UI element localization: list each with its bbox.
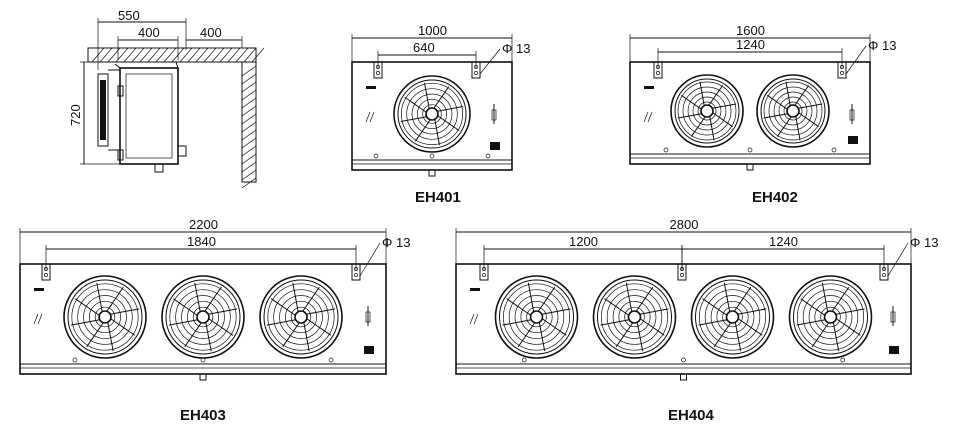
dim-hole-diameter: Φ 13 xyxy=(868,38,896,53)
dim-overall-depth: 550 xyxy=(118,8,140,23)
dim-overall-length: 2200 xyxy=(189,217,218,232)
model-label: EH402 xyxy=(752,189,798,206)
dim-overall-length: 1600 xyxy=(736,23,765,38)
unit-side-profile xyxy=(97,61,187,173)
fan-guard xyxy=(63,275,147,359)
unit-eh403: 2200 1840 Φ 13 EH403 xyxy=(19,217,410,424)
model-label: EH401 xyxy=(415,189,461,206)
dim-hole-diameter: Φ 13 xyxy=(382,235,410,250)
fan-guard xyxy=(592,275,677,359)
side-dims: 550 400 400 720 xyxy=(68,8,243,165)
fan-guard xyxy=(670,74,744,148)
model-label: EH403 xyxy=(180,407,226,424)
dim-overall-length: 2800 xyxy=(670,217,699,232)
fan-guard xyxy=(756,74,830,148)
nameplate xyxy=(490,142,500,150)
dim-bolt-spacing: 1200 xyxy=(569,234,598,249)
dim-hole-diameter: Φ 13 xyxy=(502,41,530,56)
dim-bolt-spacing: 1240 xyxy=(736,37,765,52)
wall-section xyxy=(87,47,265,189)
fan-guard xyxy=(690,275,775,359)
brand-mark xyxy=(366,86,376,89)
dim-bolt-spacing: 1240 xyxy=(769,234,798,249)
dim-hole-diameter: Φ 13 xyxy=(910,235,938,250)
nameplate xyxy=(889,346,899,354)
brand-mark xyxy=(470,288,480,291)
fan-guard xyxy=(393,75,471,153)
unit-eh404: 2800 1200 1240 Φ 13 EH404 xyxy=(455,217,938,424)
unit-eh401: 1000 640 Φ 13 EH401 xyxy=(351,23,530,206)
dim-unit-depth: 400 xyxy=(138,25,160,40)
fan-guard xyxy=(161,275,245,359)
fan-guard xyxy=(788,275,873,359)
side-view: 550 400 400 720 xyxy=(68,8,265,189)
fan-guard xyxy=(494,275,579,359)
fan-guard xyxy=(259,275,343,359)
dim-bolt-spacing: 640 xyxy=(413,40,435,55)
nameplate xyxy=(364,346,374,354)
dim-bolt-spacing: 1840 xyxy=(187,234,216,249)
dim-wall-clearance: 400 xyxy=(200,25,222,40)
dim-unit-height: 720 xyxy=(68,104,83,126)
nameplate xyxy=(848,136,858,144)
model-label: EH404 xyxy=(668,407,715,424)
brand-mark xyxy=(644,86,654,89)
dim-overall-length: 1000 xyxy=(418,23,447,38)
brand-mark xyxy=(34,288,44,291)
